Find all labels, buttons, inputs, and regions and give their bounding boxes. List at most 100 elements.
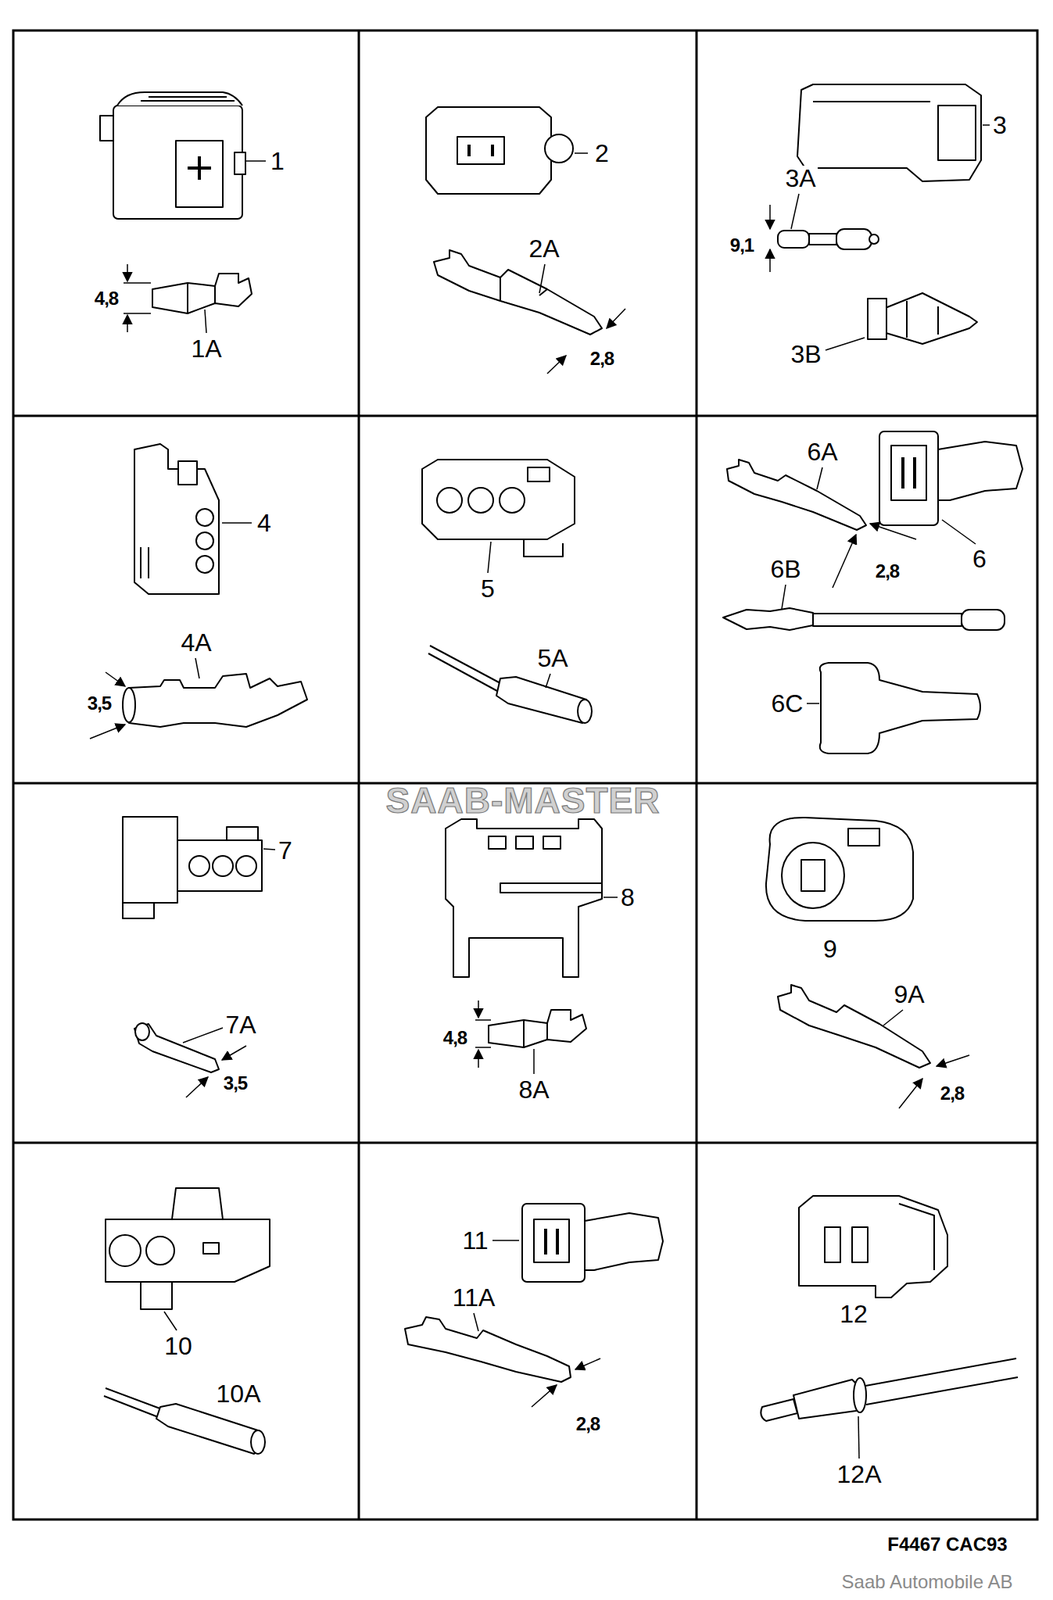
terminal <box>777 230 810 248</box>
connector-shelf <box>500 883 602 893</box>
dimension-arrow <box>477 1049 480 1068</box>
connector-latch <box>527 467 550 482</box>
dimension-arrow <box>606 308 626 329</box>
dimension-arrow <box>936 1055 970 1067</box>
leader-line <box>858 1416 860 1459</box>
dimension-arrow <box>898 1078 923 1109</box>
callout-number: 3A <box>783 165 817 191</box>
extension-line <box>123 312 151 315</box>
callout-number: 6A <box>805 439 839 465</box>
leader-line <box>941 519 976 545</box>
dimension-arrow <box>832 534 857 588</box>
connector-face <box>938 105 976 161</box>
extension-line <box>475 1019 491 1021</box>
connector-cavity <box>436 487 463 513</box>
connector-tab <box>122 902 155 919</box>
callout-number: 6B <box>768 556 803 582</box>
connector-latch <box>226 827 258 841</box>
connector-latch <box>171 1188 223 1220</box>
dimension-label: 2,8 <box>873 562 901 581</box>
connector-face <box>533 1219 570 1263</box>
leader-line <box>781 584 786 609</box>
connector-body <box>797 84 982 182</box>
dimension-label: 3,5 <box>85 694 113 713</box>
callout-number: 3B <box>788 341 823 367</box>
rubber-boot <box>820 662 981 754</box>
callout-number: 5 <box>479 576 497 602</box>
dimension-arrow <box>870 523 917 540</box>
dimensions <box>89 204 970 1408</box>
leader-line <box>222 522 252 524</box>
callout-number: 3 <box>991 112 1009 138</box>
terminal-detail <box>187 282 215 314</box>
connector-face <box>175 140 223 208</box>
callout-number: 10A <box>214 1381 263 1407</box>
connector-cavity <box>196 532 214 550</box>
connector-face <box>781 842 845 909</box>
terminal-pin <box>134 1024 219 1073</box>
figure-code: F4467 CAC93 <box>885 1535 1009 1555</box>
connector-cavity <box>543 836 561 849</box>
terminal-pin <box>760 1399 798 1422</box>
parts <box>100 84 1023 1455</box>
connector-face <box>457 136 505 165</box>
terminal-pin <box>135 1023 150 1041</box>
callout-number: 12A <box>835 1461 884 1487</box>
terminal-sleeve <box>853 1378 867 1413</box>
connector-detail <box>898 1203 935 1271</box>
terminal-sleeve <box>250 1430 266 1455</box>
callout-number: 2 <box>593 140 611 166</box>
terminal <box>488 1010 587 1048</box>
dimension-arrow <box>186 1077 208 1098</box>
leader-line <box>195 658 200 679</box>
connector-window <box>203 1242 219 1254</box>
leader-line <box>806 702 820 705</box>
grid-line <box>358 30 361 1520</box>
dimension-arrow <box>89 724 126 739</box>
dimension-arrow <box>222 1045 247 1061</box>
leader-line <box>473 1313 479 1332</box>
connector-body <box>522 1203 585 1283</box>
leader-line <box>182 1027 223 1043</box>
leader-line <box>244 160 266 162</box>
connector-body <box>938 441 1023 501</box>
callout-number: 9 <box>821 936 839 962</box>
dimension-arrow <box>575 1358 601 1370</box>
callout-number: 8 <box>619 884 637 910</box>
dimension-label: 2,8 <box>574 1414 602 1434</box>
dimension-label: 4,8 <box>93 289 120 309</box>
terminal <box>869 234 879 244</box>
leader-line <box>791 193 799 230</box>
wire-tube <box>961 609 1005 631</box>
callout-number: 12 <box>838 1301 870 1327</box>
dimension-label: 2,8 <box>588 349 616 369</box>
connector-pin <box>545 1228 558 1255</box>
terminal <box>122 687 136 723</box>
connector-body <box>879 431 939 526</box>
leader-line <box>263 848 276 850</box>
dimension-label: 2,8 <box>938 1084 966 1104</box>
dimension-arrow <box>126 315 129 333</box>
dimension-arrow <box>769 249 771 273</box>
dimension-arrow <box>477 1000 480 1018</box>
copyright-note: Saab Automobile AB <box>840 1572 1015 1592</box>
connector-cavity <box>196 555 214 574</box>
dimension-label: 3,5 <box>222 1074 249 1093</box>
terminal <box>152 273 252 314</box>
leader-line <box>539 264 545 294</box>
connector-pin <box>902 457 915 489</box>
leader-line <box>204 309 207 334</box>
grid-line <box>695 30 699 1520</box>
connector-cavity <box>515 836 534 849</box>
connector-cavity <box>824 1227 841 1263</box>
dimension-arrow <box>126 264 129 282</box>
connector-body <box>445 819 602 978</box>
wire <box>865 1358 1018 1405</box>
connector-cavity <box>196 508 214 527</box>
connector-face <box>891 445 927 501</box>
connector-ridge <box>813 100 931 103</box>
callout-number: 6C <box>770 691 806 717</box>
terminal-detail <box>523 1020 548 1048</box>
extension-line <box>123 282 151 284</box>
connector-grommet <box>544 134 574 163</box>
